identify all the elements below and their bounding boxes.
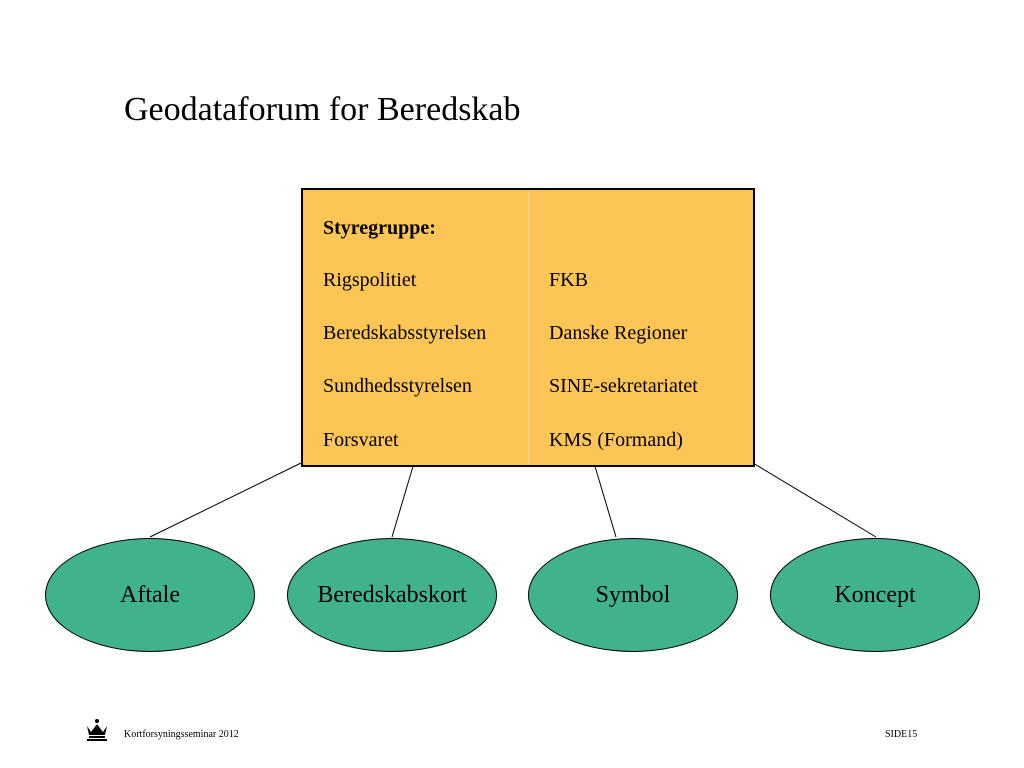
node-koncept: Koncept [770,538,980,652]
page-number: SIDE15 [885,729,918,740]
steering-group-heading: Styregruppe: [323,217,436,239]
member-left-1: Rigspolitiet [323,269,417,291]
crown-icon [87,719,107,741]
member-left-4: Forsvaret [323,429,399,451]
node-beredskabskort: Beredskabskort [287,538,497,652]
member-right-4: KMS (Formand) [549,429,683,451]
member-left-3: Sundhedsstyrelsen [323,375,472,397]
member-left-2: Beredskabsstyrelsen [323,322,487,344]
node-aftale: Aftale [45,538,255,652]
node-symbol: Symbol [528,538,738,652]
member-right-3: SINE-sekretariatet [549,375,698,397]
connector-koncept [752,462,877,538]
connector-beredskabskort [391,462,415,538]
connector-symbol [593,462,617,538]
connector-aftale [149,462,302,538]
member-right-2: Danske Regioner [549,322,688,344]
column-divider [528,190,529,465]
slide-title: Geodataforum for Beredskab [124,91,521,128]
member-right-1: FKB [549,269,588,291]
steering-group-box: Styregruppe: Rigspolitiet Beredskabsstyr… [301,188,755,467]
footer-event: Kortforsyningsseminar 2012 [124,729,239,740]
